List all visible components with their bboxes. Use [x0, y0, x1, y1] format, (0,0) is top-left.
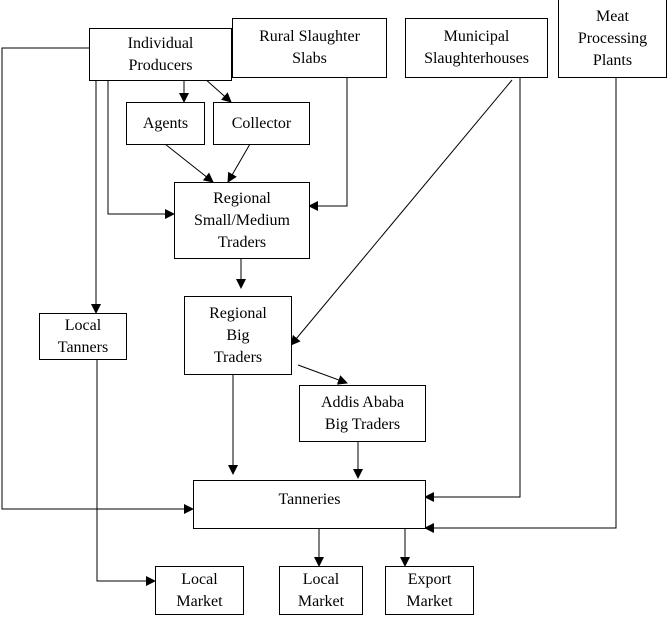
arrow-regional-big-addis: [297, 364, 348, 385]
node-label: Local: [64, 316, 102, 334]
arrow-collector-regional-small: [227, 143, 251, 183]
node-label: Meat: [596, 7, 629, 25]
node-label: Local: [302, 570, 340, 588]
node-collector: Collector: [213, 102, 310, 145]
arrow-meat-tanneries: [424, 78, 617, 533]
arrow-municipal-tanneries: [424, 77, 521, 502]
node-label: Big: [226, 326, 250, 344]
arrow-agents-regional-small: [164, 143, 214, 183]
node-agents: Agents: [126, 102, 205, 145]
node-label: Municipal: [443, 28, 510, 45]
arrow-producers-regional-small: [107, 80, 175, 219]
node-label: Producers: [128, 56, 193, 74]
node-label: Small/Medium: [194, 211, 290, 229]
node-label: Traders: [213, 348, 263, 366]
node-label: Market: [297, 592, 345, 610]
node-label: Individual: [127, 34, 194, 52]
node-label: Collector: [231, 114, 292, 132]
node-label: Market: [176, 592, 223, 610]
node-label: Market: [406, 592, 453, 610]
node-label: Processing: [577, 29, 648, 47]
node-tanneries: Tanneries: [193, 480, 426, 529]
node-label: Big Traders: [324, 415, 401, 433]
node-label: Plants: [592, 51, 633, 69]
node-label: Addis Ababa: [320, 393, 405, 411]
arrow-producers-collector: [203, 77, 232, 103]
node-label: Traders: [217, 233, 267, 251]
arrow-municipal-regional-big: [290, 79, 513, 346]
node-label: Local: [181, 570, 218, 588]
node-label: Export: [407, 570, 452, 588]
node-label: Tanners: [57, 338, 109, 356]
arrow-rural-regional-small: [308, 77, 348, 211]
node-label: Regional: [213, 189, 271, 207]
node-label: Agents: [142, 114, 189, 132]
node-label: Slabs: [292, 50, 327, 67]
node-label: Regional: [209, 304, 267, 322]
node-label: Slaughterhouses: [424, 50, 529, 67]
node-label: Tanneries: [278, 491, 341, 508]
arrow-local-tanners-market: [96, 359, 156, 586]
node-label: Rural Slaughter: [259, 28, 360, 45]
